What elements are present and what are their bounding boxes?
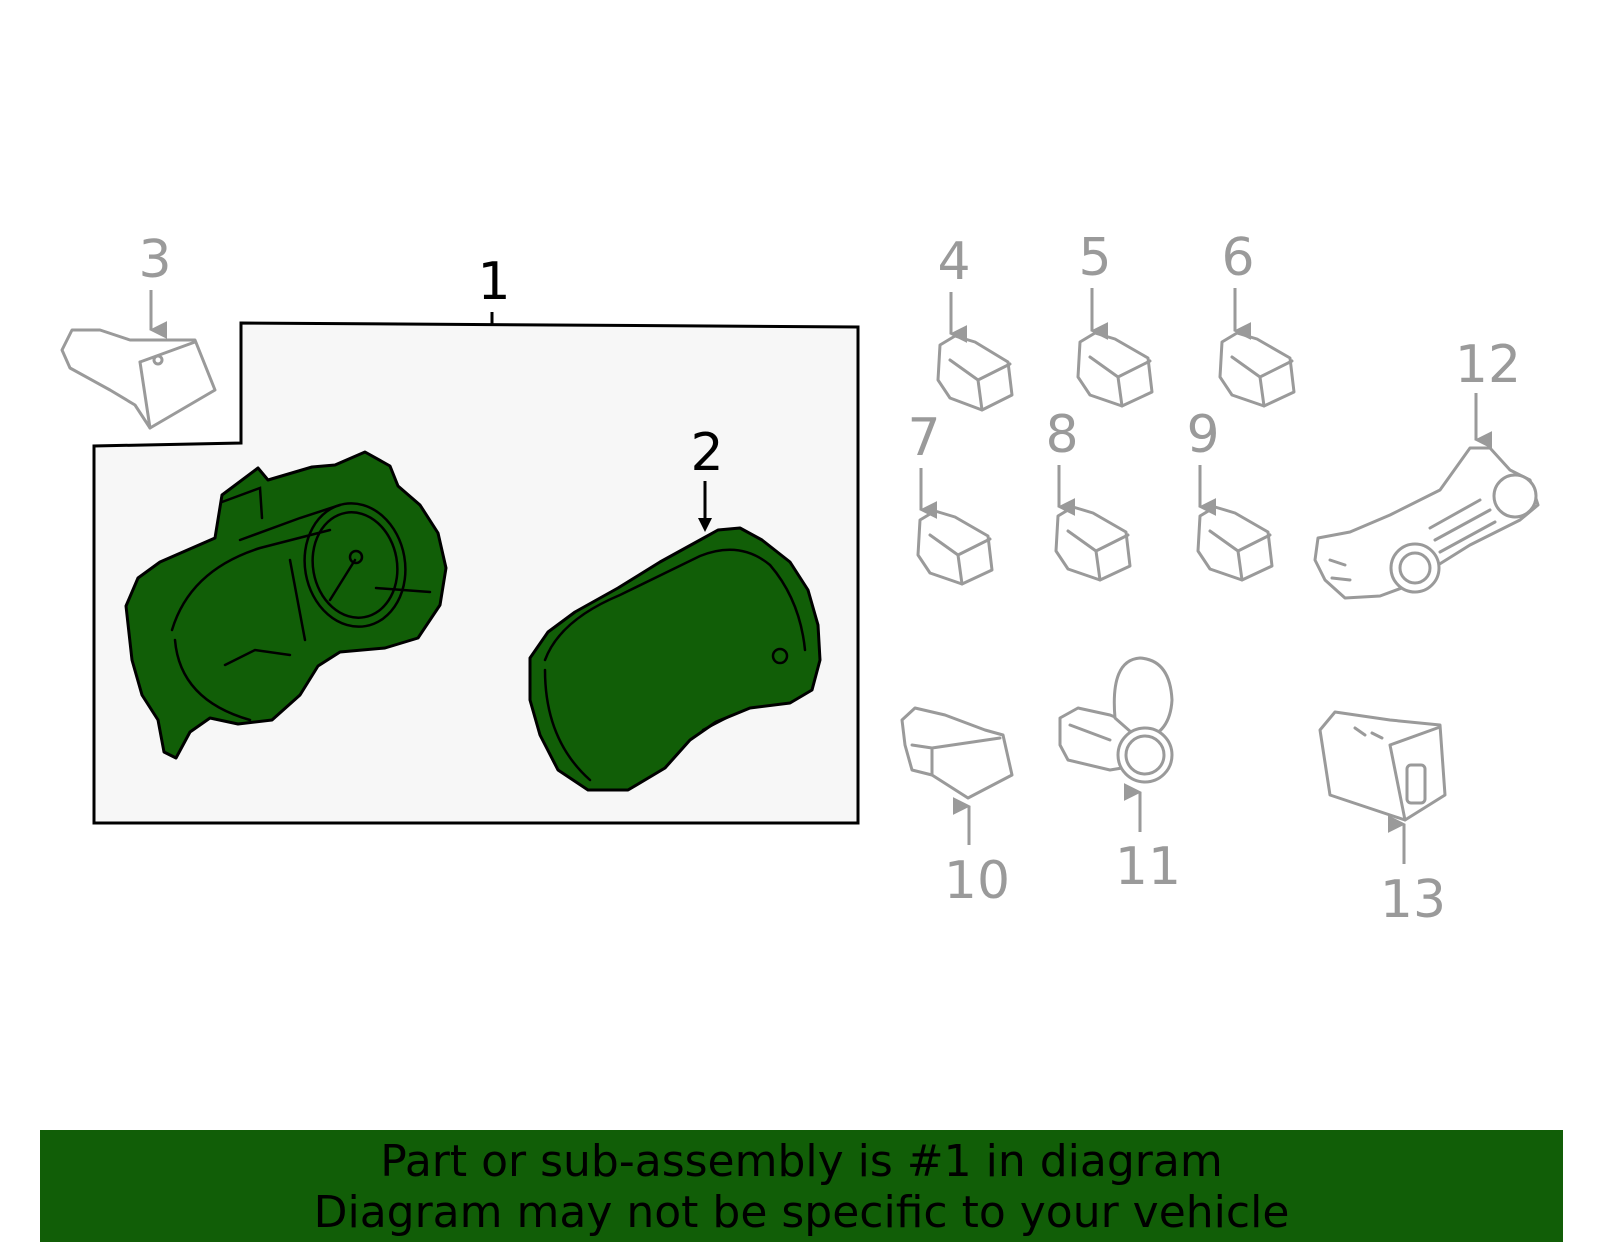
switch-part-10[interactable] (900, 706, 1014, 800)
switch-part-6[interactable] (1218, 331, 1296, 408)
callout-2: 2 (690, 423, 723, 483)
switch-part-5[interactable] (1076, 331, 1154, 408)
climate-control-part-12[interactable] (1313, 446, 1540, 600)
callout-10: 10 (944, 851, 1010, 911)
bracket-part-3[interactable] (60, 328, 217, 430)
callout-7: 7 (907, 408, 940, 468)
callout-12: 12 (1455, 335, 1521, 395)
cluster-lens-part-2[interactable] (528, 526, 822, 792)
banner-line-1: Part or sub-assembly is #1 in diagram (380, 1136, 1223, 1187)
callout-arrowhead-2 (698, 518, 712, 532)
knob-switch-part-11[interactable] (1058, 656, 1174, 784)
switch-part-4[interactable] (936, 334, 1014, 412)
callout-13: 13 (1380, 870, 1446, 930)
switch-module-part-13[interactable] (1318, 710, 1447, 822)
switch-part-8[interactable] (1054, 505, 1132, 582)
info-banner: Part or sub-assembly is #1 in diagram Di… (40, 1130, 1563, 1242)
callout-6: 6 (1221, 228, 1254, 288)
banner-line-2: Diagram may not be specific to your vehi… (313, 1187, 1290, 1238)
callout-9: 9 (1186, 405, 1219, 465)
callout-1: 1 (477, 252, 510, 312)
callout-5: 5 (1078, 228, 1111, 288)
instrument-cluster-part-1[interactable] (124, 450, 448, 760)
switch-part-9[interactable] (1196, 505, 1274, 582)
banner-background (40, 1130, 1563, 1242)
callout-3: 3 (138, 230, 171, 290)
callout-8: 8 (1045, 405, 1078, 465)
callout-11: 11 (1115, 837, 1181, 897)
callout-4: 4 (937, 232, 970, 292)
switch-part-7[interactable] (916, 509, 994, 586)
